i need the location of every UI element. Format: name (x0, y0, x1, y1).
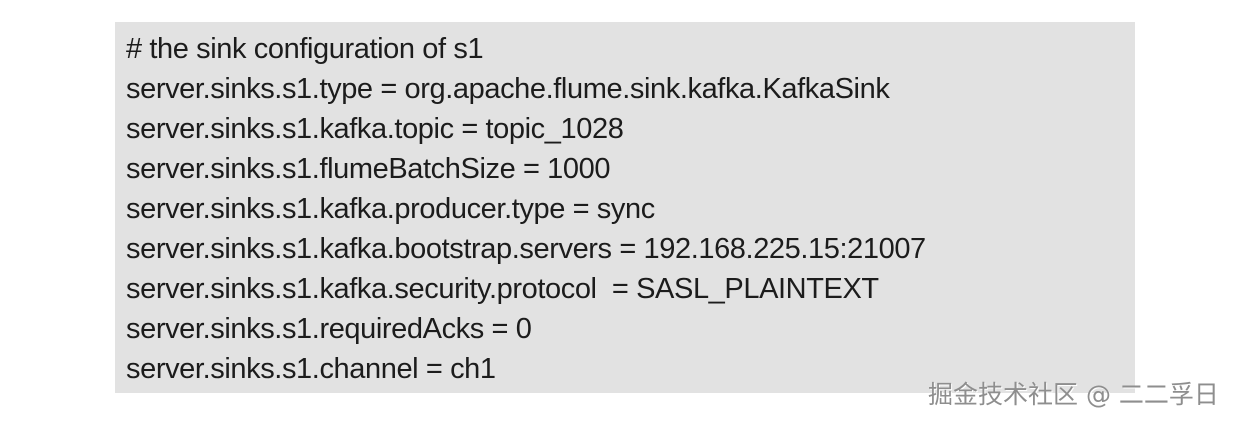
config-line-bootstrap-servers: server.sinks.s1.kafka.bootstrap.servers … (126, 233, 926, 265)
watermark: 掘金技术社区 @ 二二孚日 (928, 380, 1219, 409)
config-line-producer-type: server.sinks.s1.kafka.producer.type = sy… (126, 193, 655, 225)
config-comment-line: # the sink configuration of s1 (126, 33, 484, 65)
config-line-kafka-topic: server.sinks.s1.kafka.topic = topic_1028 (126, 113, 624, 145)
code-block: # the sink configuration of s1 server.si… (115, 22, 1135, 393)
config-line-required-acks: server.sinks.s1.requiredAcks = 0 (126, 313, 532, 345)
config-line-sink-type: server.sinks.s1.type = org.apache.flume.… (126, 73, 890, 105)
config-line-security-protocol: server.sinks.s1.kafka.security.protocol … (126, 273, 879, 305)
config-line-channel: server.sinks.s1.channel = ch1 (126, 353, 496, 385)
config-line-flume-batch-size: server.sinks.s1.flumeBatchSize = 1000 (126, 153, 611, 185)
